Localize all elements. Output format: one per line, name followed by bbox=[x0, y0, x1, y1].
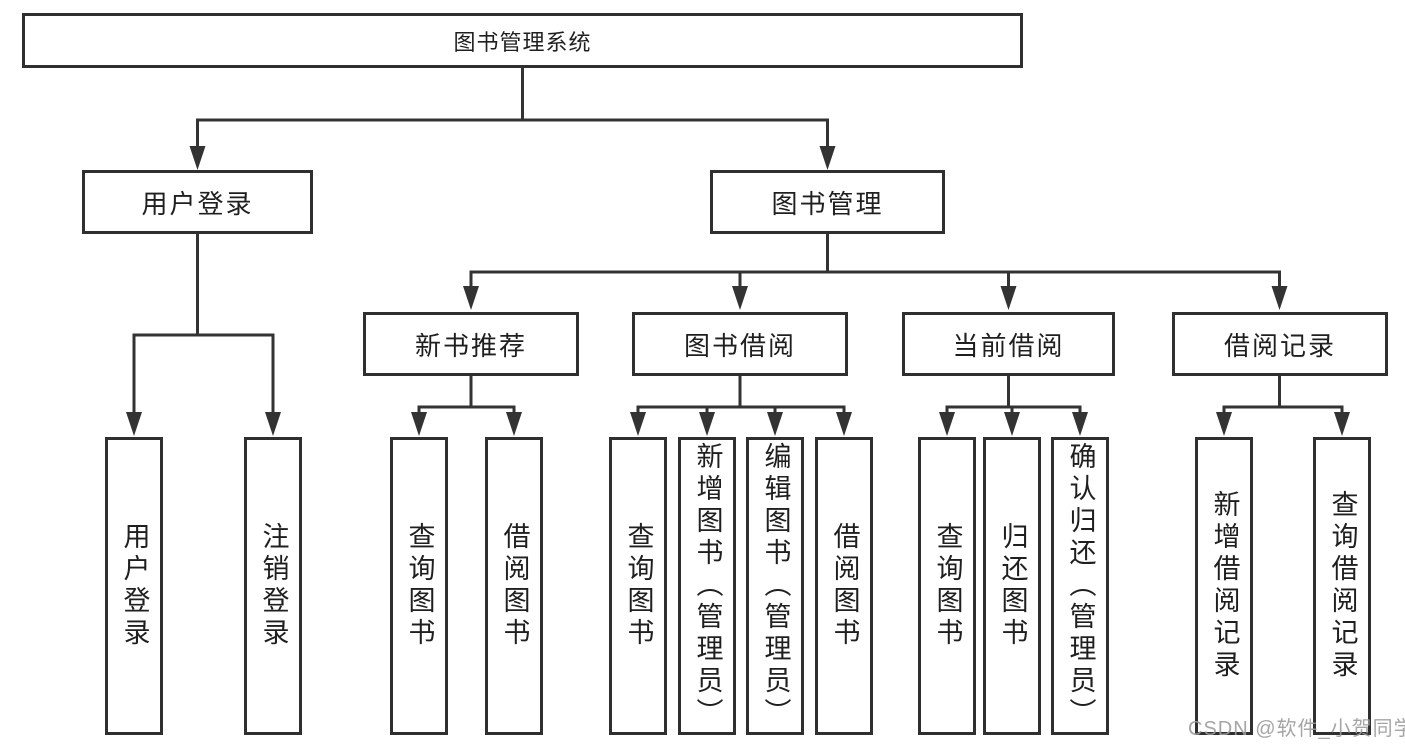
leaf-add-books-admin-label: 新增图书（管理员） bbox=[692, 442, 723, 730]
leaf-confirm-return-admin-label: 确认归还（管理员） bbox=[1065, 442, 1096, 730]
leaf-edit-books-admin-label: 编辑图书（管理员） bbox=[760, 442, 791, 730]
node-root-system: 图书管理系统 bbox=[22, 13, 1023, 68]
node-user-login: 用户登录 bbox=[82, 170, 313, 234]
node-borrow-records: 借阅记录 bbox=[1172, 312, 1388, 376]
leaf-borrow-books: 借阅图书 bbox=[815, 437, 873, 735]
leaf-return-books-label: 归还图书 bbox=[997, 522, 1028, 650]
leaf-return-books: 归还图书 bbox=[983, 437, 1041, 735]
node-book-borrow: 图书借阅 bbox=[632, 312, 848, 376]
leaf-add-books-admin: 新增图书（管理员） bbox=[678, 437, 736, 735]
leaf-current-query-books: 查询图书 bbox=[918, 437, 976, 735]
leaf-current-query-books-label: 查询图书 bbox=[932, 522, 963, 650]
node-book-management: 图书管理 bbox=[710, 170, 945, 234]
leaf-confirm-return-admin: 确认归还（管理员） bbox=[1051, 437, 1109, 735]
node-current-borrow-label: 当前借阅 bbox=[952, 330, 1065, 361]
node-borrow-records-label: 借阅记录 bbox=[1223, 330, 1336, 361]
leaf-borrow-query-books-label: 查询图书 bbox=[623, 522, 654, 650]
node-current-borrow: 当前借阅 bbox=[902, 312, 1115, 376]
leaf-logout-label: 注销登录 bbox=[258, 522, 289, 650]
node-new-book-recommend-label: 新书推荐 bbox=[414, 330, 527, 361]
leaf-recommend-query-books: 查询图书 bbox=[390, 437, 448, 735]
node-root-label: 图书管理系统 bbox=[453, 29, 592, 55]
leaf-add-borrow-record: 新增借阅记录 bbox=[1195, 437, 1253, 735]
leaf-user-login-label: 用户登录 bbox=[119, 522, 150, 650]
leaf-recommend-borrow-books: 借阅图书 bbox=[485, 437, 543, 735]
leaf-edit-books-admin: 编辑图书（管理员） bbox=[746, 437, 804, 735]
node-new-book-recommend: 新书推荐 bbox=[363, 312, 579, 376]
node-book-management-label: 图书管理 bbox=[771, 188, 884, 219]
leaf-recommend-borrow-books-label: 借阅图书 bbox=[499, 522, 530, 650]
csdn-watermark: CSDN @软件_小贺同学 bbox=[1188, 718, 1405, 740]
leaf-logout: 注销登录 bbox=[244, 437, 302, 735]
leaf-recommend-query-books-label: 查询图书 bbox=[404, 522, 435, 650]
leaf-query-borrow-record: 查询借阅记录 bbox=[1313, 437, 1371, 735]
leaf-borrow-query-books: 查询图书 bbox=[609, 437, 667, 735]
leaf-borrow-books-label: 借阅图书 bbox=[829, 522, 860, 650]
node-book-borrow-label: 图书借阅 bbox=[683, 330, 796, 361]
leaf-user-login: 用户登录 bbox=[105, 437, 163, 735]
leaf-query-borrow-record-label: 查询借阅记录 bbox=[1327, 490, 1358, 682]
leaf-add-borrow-record-label: 新增借阅记录 bbox=[1209, 490, 1240, 682]
node-user-login-label: 用户登录 bbox=[141, 188, 254, 219]
